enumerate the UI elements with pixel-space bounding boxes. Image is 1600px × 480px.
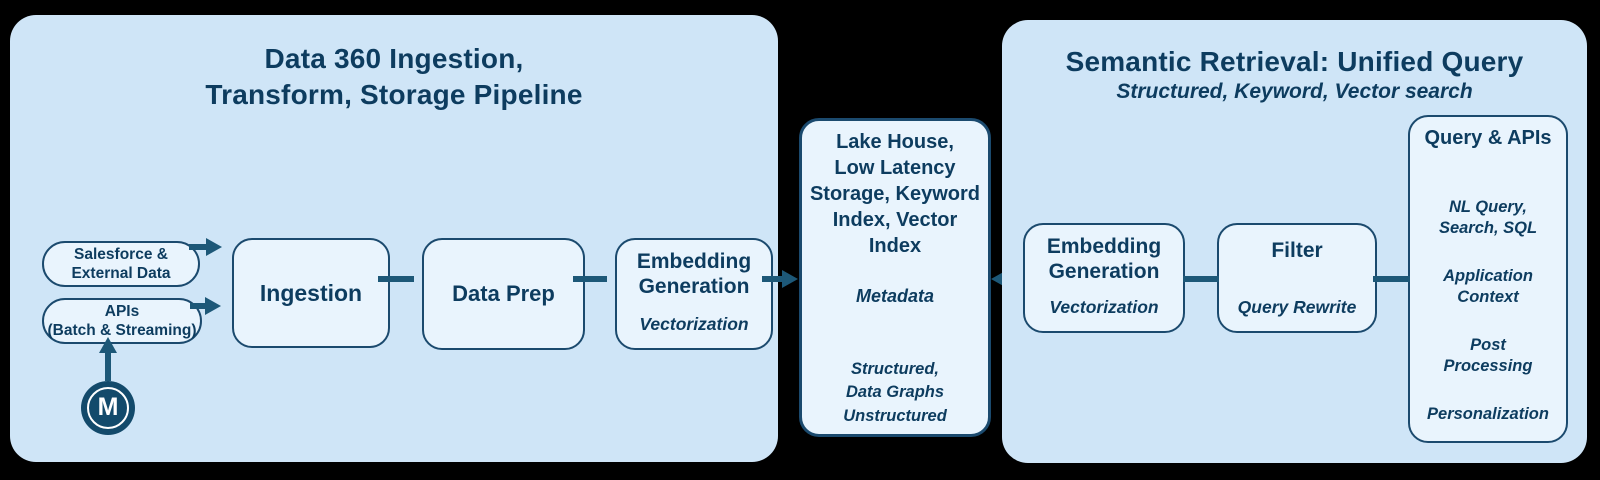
connector-dataprep-to-embedding bbox=[573, 276, 607, 282]
query-apis-item: Post Processing bbox=[1443, 335, 1533, 376]
connector-ingestion-to-dataprep bbox=[378, 276, 414, 282]
connector-filter-to-queryapis bbox=[1373, 276, 1410, 282]
query-apis-item: Application Context bbox=[1443, 266, 1533, 307]
query-apis-item-list: NL Query, Search, SQL Application Contex… bbox=[1414, 197, 1562, 425]
arrow-salesforce-to-ingestion-line bbox=[189, 244, 209, 250]
mulesoft-logo-ring bbox=[87, 387, 129, 429]
arrow-apis-to-ingestion-head bbox=[205, 297, 221, 315]
connector-embedding-to-filter bbox=[1183, 276, 1219, 282]
query-apis-item: NL Query, Search, SQL bbox=[1438, 198, 1538, 238]
stage-label: Data Prep bbox=[452, 281, 555, 306]
arrow-pipeline-to-lakehouse-line bbox=[762, 276, 784, 282]
stage-sublabel: Vectorization bbox=[639, 314, 749, 334]
arrow-mulesoft-to-apis-head bbox=[99, 337, 117, 353]
lakehouse-storage-box: Lake House, Low Latency Storage, Keyword… bbox=[799, 118, 991, 437]
source-label: APIs (Batch & Streaming) bbox=[47, 302, 197, 339]
arrow-salesforce-to-ingestion-head bbox=[206, 238, 222, 256]
stage-query-embedding-generation-box: Embedding Generation Vectorization bbox=[1023, 223, 1185, 333]
arrow-apis-to-ingestion-line bbox=[190, 303, 206, 309]
stage-sublabel: Query Rewrite bbox=[1237, 297, 1357, 317]
stage-label: Ingestion bbox=[259, 279, 363, 306]
right-panel-subtitle: Structured, Keyword, Vector search bbox=[1116, 80, 1473, 103]
mulesoft-logo-letter: M bbox=[97, 392, 119, 421]
lakehouse-metadata-label: Metadata bbox=[855, 286, 935, 306]
mulesoft-logo-icon: M bbox=[81, 381, 135, 435]
arrow-pipeline-to-lakehouse-head bbox=[782, 270, 798, 288]
query-apis-box: Query & APIs NL Query, Search, SQL Appli… bbox=[1408, 115, 1568, 443]
arrow-mulesoft-to-apis-line bbox=[105, 352, 111, 381]
query-apis-title: Query & APIs bbox=[1424, 127, 1552, 149]
stage-sublabel: Vectorization bbox=[1049, 297, 1159, 317]
source-apis-batch-streaming: APIs (Batch & Streaming) bbox=[42, 298, 202, 344]
stage-data-prep-box: Data Prep bbox=[422, 238, 585, 350]
source-salesforce-external-data: Salesforce & External Data bbox=[42, 241, 200, 287]
stage-label: Embedding Generation bbox=[1046, 235, 1162, 283]
lakehouse-title: Lake House, Low Latency Storage, Keyword… bbox=[809, 131, 981, 257]
stage-label: Embedding Generation bbox=[636, 250, 752, 298]
left-panel-title: Data 360 Ingestion, Transform, Storage P… bbox=[205, 43, 583, 110]
stage-label: Filter bbox=[1271, 239, 1323, 262]
query-apis-item: Personalization bbox=[1427, 404, 1549, 423]
stage-ingestion-box: Ingestion bbox=[232, 238, 390, 348]
right-panel-title: Semantic Retrieval: Unified Query bbox=[1065, 46, 1524, 77]
source-label: Salesforce & External Data bbox=[71, 245, 171, 282]
stage-filter-box: Filter Query Rewrite bbox=[1217, 223, 1377, 333]
stage-embedding-generation-box: Embedding Generation Vectorization bbox=[615, 238, 773, 350]
lakehouse-data-types-label: Structured, Data Graphs Unstructured bbox=[843, 360, 947, 425]
ingestion-pipeline-panel: Data 360 Ingestion, Transform, Storage P… bbox=[10, 15, 778, 462]
